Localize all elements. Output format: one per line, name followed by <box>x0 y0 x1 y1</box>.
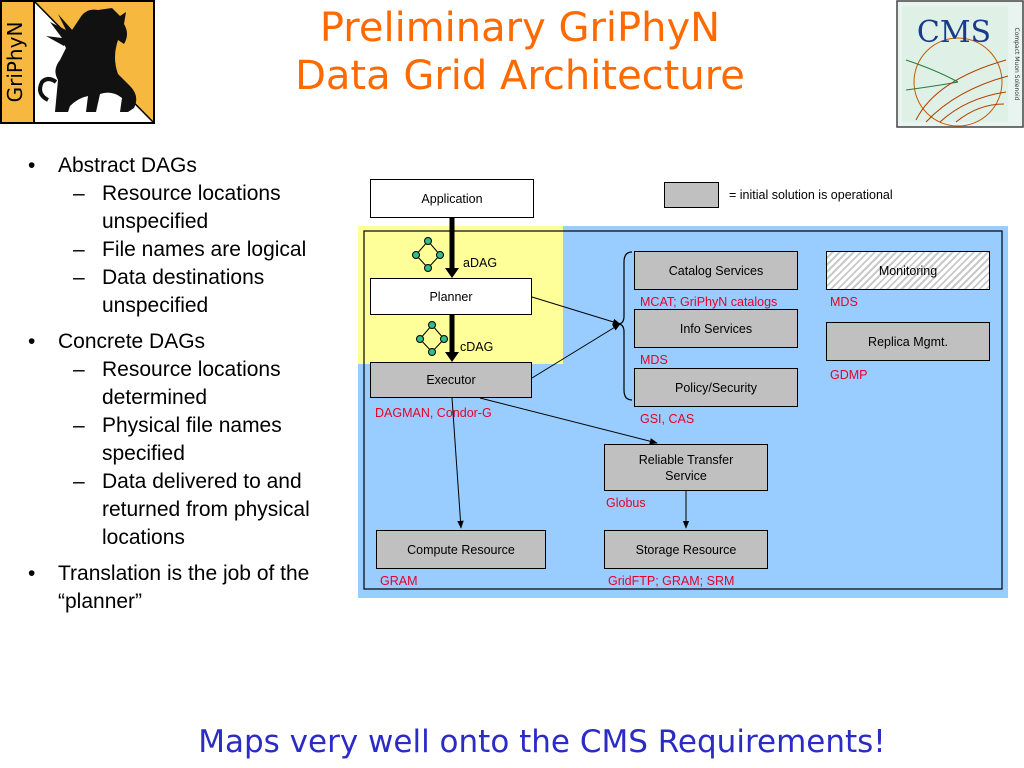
catalog-tech-label: MCAT; GriPhyN catalogs <box>640 295 778 309</box>
sub-bullet-text: Resource locations determined <box>102 358 281 409</box>
storage-resource-box: Storage Resource <box>604 530 768 569</box>
sub-bullet-text: Resource locations unspecified <box>102 182 281 233</box>
planner-box: Planner <box>370 278 532 315</box>
monitoring-box: Monitoring <box>826 251 990 290</box>
policy-tech-label: GSI, CAS <box>640 412 695 426</box>
title-line-1: Preliminary GriPhyN <box>319 5 721 51</box>
sub-bullet-item: –Resource locations determined <box>73 358 281 409</box>
sub-bullet-item: –Physical file names specified <box>73 414 282 465</box>
bullet-text: Translation is the job of the “planner” <box>58 562 310 613</box>
footer-tagline: Maps very well onto the CMS Requirements… <box>198 724 886 760</box>
griphyn-logo-text: GriPhyN <box>3 22 27 103</box>
catalog-services-box: Catalog Services <box>634 251 798 290</box>
reliable-transfer-line-2: Service <box>665 468 707 483</box>
sub-bullet-text: Data destinations unspecified <box>102 266 265 317</box>
compute-resource-box: Compute Resource <box>376 530 546 569</box>
policy-security-box: Policy/Security <box>634 368 798 407</box>
bullet-text: Concrete DAGs <box>58 330 206 353</box>
slide-title: Preliminary GriPhyN Data Grid Architectu… <box>180 4 860 100</box>
replica-mgmt-box: Replica Mgmt. <box>826 322 990 361</box>
sub-bullet-item: –File names are logical <box>73 238 307 261</box>
sub-bullet-item: –Resource locations unspecified <box>73 182 281 233</box>
bullet-text: Abstract DAGs <box>58 154 197 177</box>
cms-logo-text: CMS <box>917 15 991 50</box>
bullet-item: •Translation is the job of the “planner” <box>28 562 310 613</box>
legend-label: = initial solution is operational <box>729 188 893 202</box>
reliable-transfer-line-1: Reliable Transfer <box>638 452 734 467</box>
sub-bullet-text: Physical file names specified <box>102 414 282 465</box>
cdag-dag-icon <box>416 321 448 356</box>
bullet-item: •Concrete DAGs <box>28 330 206 353</box>
compute-tech-label: GRAM <box>380 574 418 588</box>
sub-bullet-item: –Data delivered to and returned from phy… <box>73 470 310 549</box>
griphyn-logo: GriPhyN <box>0 0 155 124</box>
replica-tech-label: GDMP <box>830 368 868 382</box>
monitoring-tech-label: MDS <box>830 295 858 309</box>
cms-logo-subtext: Compact Muon Solenoid <box>1013 28 1020 101</box>
bullet-list: •Abstract DAGs –Resource locations unspe… <box>28 152 358 616</box>
planner-to-services-arrow <box>531 296 621 325</box>
cdag-label: cDAG <box>460 340 494 354</box>
transfer-tech-label: Globus <box>606 496 646 510</box>
cms-logo: CMS Compact Muon Solenoid <box>896 0 1024 128</box>
executor-box: Executor <box>370 362 532 398</box>
reliable-transfer-box: Reliable Transfer Service <box>604 444 768 491</box>
adag-label: aDAG <box>463 256 498 270</box>
adag-dag-icon <box>412 237 444 272</box>
legend-swatch <box>664 182 719 208</box>
executor-to-services-arrow <box>531 323 621 379</box>
sub-bullet-item: –Data destinations unspecified <box>73 266 265 317</box>
sub-bullet-text: Data delivered to and returned from phys… <box>102 470 310 549</box>
storage-tech-label: GridFTP; GRAM; SRM <box>608 574 735 588</box>
info-services-box: Info Services <box>634 309 798 348</box>
executor-to-transfer-arrow <box>479 397 658 445</box>
title-line-2: Data Grid Architecture <box>295 53 745 99</box>
application-box: Application <box>370 179 534 218</box>
bullet-item: •Abstract DAGs <box>28 154 197 177</box>
executor-to-compute-arrow <box>451 397 464 529</box>
info-tech-label: MDS <box>640 353 668 367</box>
diagram-frame <box>363 230 1003 590</box>
executor-tech-label: DAGMAN, Condor-G <box>375 406 492 420</box>
sub-bullet-text: File names are logical <box>102 238 307 261</box>
